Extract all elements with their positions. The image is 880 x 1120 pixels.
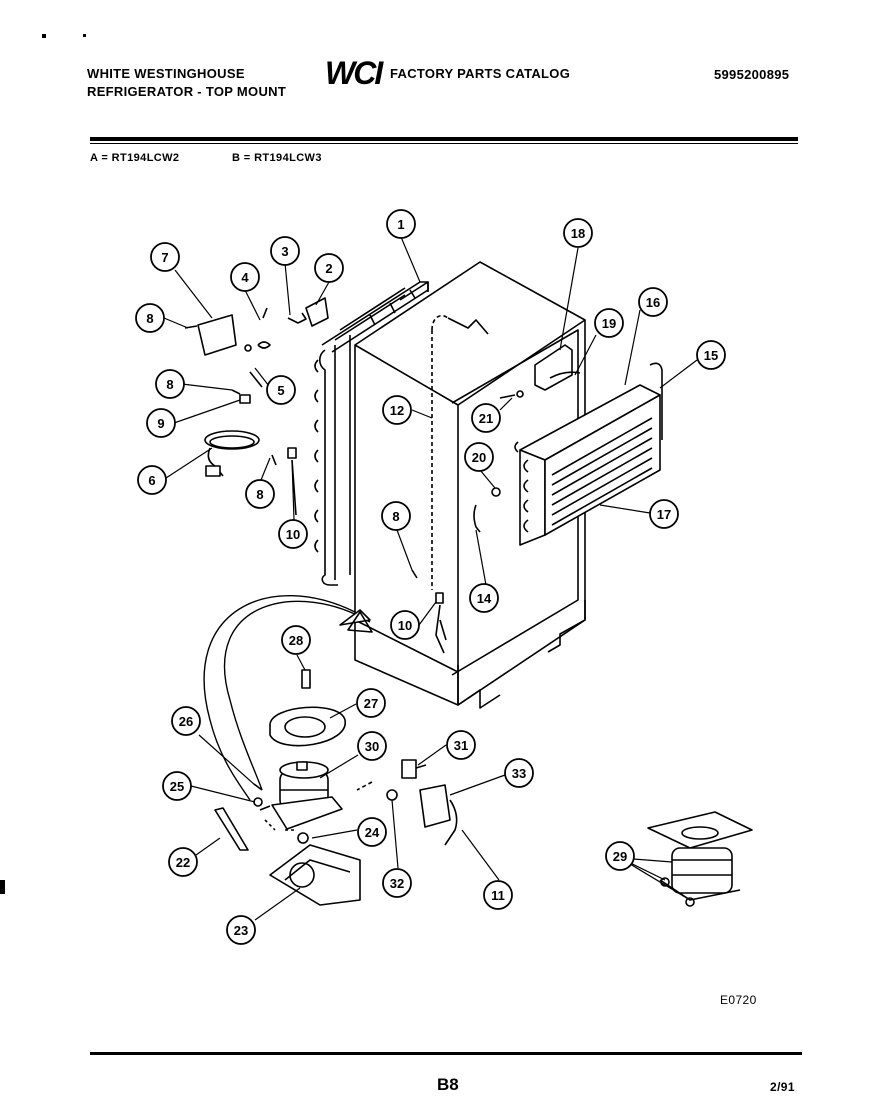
callout-10: 10 [278,519,308,549]
callout-23: 23 [226,915,256,945]
callout-label: 15 [704,348,718,363]
callout-label: 8 [392,509,399,524]
callout-20: 20 [464,442,494,472]
callout-label: 2 [325,261,332,276]
callout-8: 8 [135,303,165,333]
callout-5: 5 [266,375,296,405]
wci-logo: WCI [323,55,386,91]
callout-31: 31 [446,730,476,760]
callout-6: 6 [137,465,167,495]
callout-label: 24 [365,825,380,840]
callout-label: 7 [161,250,168,265]
callout-label: 23 [234,923,248,938]
callout-label: 8 [146,311,153,326]
callout-label: 12 [390,403,404,418]
callout-label: 30 [365,739,379,754]
callout-8: 8 [155,369,185,399]
callout-label: 25 [170,779,184,794]
callout-25: 25 [162,771,192,801]
compressor [271,761,343,830]
callout-label: 14 [477,591,492,606]
callout-label: 10 [398,618,412,633]
callout-label: 29 [613,849,627,864]
callout-10: 10 [390,610,420,640]
catalog-number: 5995200895 [714,67,790,82]
callout-label: 21 [479,411,493,426]
callout-19: 19 [594,308,624,338]
callout-label: 5 [277,383,284,398]
callout-label: 8 [256,487,263,502]
callout-9: 9 [146,408,176,438]
callout-29: 29 [605,841,635,871]
callout-label: 33 [512,766,526,781]
callout-12: 12 [382,395,412,425]
catalog-title: FACTORY PARTS CATALOG [390,66,571,81]
callout-18: 18 [563,218,593,248]
callout-label: 1 [397,217,404,232]
callout-label: 32 [390,876,404,891]
callout-21: 21 [471,403,501,433]
callout-14: 14 [469,583,499,613]
callout-label: 9 [157,416,164,431]
callout-label: 20 [472,450,486,465]
alt-compressor [647,811,753,907]
cabinet [354,261,586,709]
callout-label: 28 [289,633,303,648]
callout-28: 28 [281,625,311,655]
callout-label: 31 [454,738,468,753]
header-rule [90,137,798,141]
callout-label: 19 [602,316,616,331]
callout-8: 8 [245,479,275,509]
callout-24: 24 [357,817,387,847]
callout-27: 27 [356,688,386,718]
callout-label: 10 [286,527,300,542]
callout-label: 3 [281,244,288,259]
model-b: B = RT194LCW3 [232,152,322,164]
footer-date: 2/91 [770,1080,795,1094]
callout-32: 32 [382,868,412,898]
callout-label: 22 [176,855,190,870]
callout-26: 26 [171,706,201,736]
callout-2: 2 [314,253,344,283]
callout-17: 17 [649,499,679,529]
callout-label: 17 [657,507,671,522]
callout-15: 15 [696,340,726,370]
callout-33: 33 [504,758,534,788]
callout-label: 18 [571,226,585,241]
callout-11: 11 [483,880,513,910]
callout-16: 16 [638,287,668,317]
callout-4: 4 [230,262,260,292]
callout-label: 27 [364,696,378,711]
page-number: B8 [437,1075,459,1094]
callout-22: 22 [168,847,198,877]
callout-7: 7 [150,242,180,272]
callouts: 1234567888891010111214151617181920212223… [135,209,726,945]
brand-line-1: WHITE WESTINGHOUSE [87,66,245,81]
evaporator [514,362,663,546]
callout-8: 8 [381,501,411,531]
svg-text:WCI: WCI [325,55,384,89]
callout-label: 6 [148,473,155,488]
diagram-code: E0720 [720,993,757,1007]
condenser-coil [314,281,429,586]
callout-3: 3 [270,236,300,266]
leader-lines [163,236,698,921]
footer-rule [90,1052,802,1055]
callout-1: 1 [386,209,416,239]
callout-label: 4 [241,270,249,285]
callout-label: 26 [179,714,193,729]
brand-line-2: REFRIGERATOR - TOP MOUNT [87,84,287,99]
model-a: A = RT194LCW2 [90,152,180,164]
callout-label: 11 [491,888,505,903]
callout-label: 8 [166,377,173,392]
callout-label: 16 [646,295,660,310]
header-rule-thin [90,143,798,144]
callout-30: 30 [357,731,387,761]
